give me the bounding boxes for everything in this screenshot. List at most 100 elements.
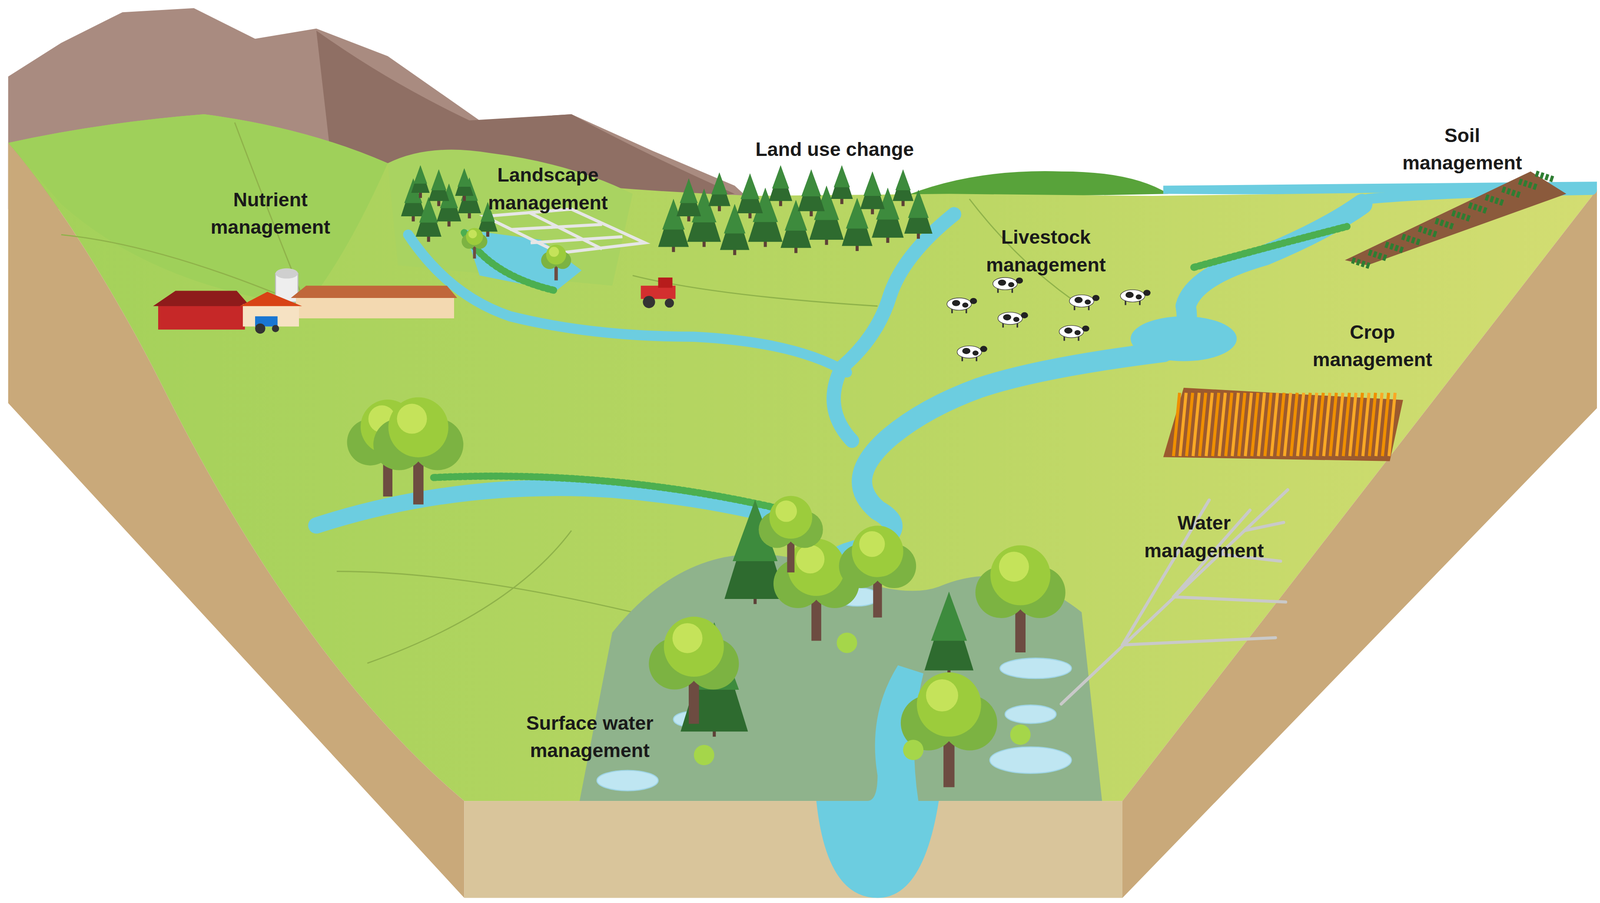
area-label: Nutrient management [193,185,347,242]
cow-body [957,345,982,359]
wheel [642,295,655,309]
shed [295,295,455,319]
foliage [769,165,793,202]
crop-row [1468,205,1488,212]
cow-body [1058,325,1084,338]
tree [758,496,824,573]
cow-spot [962,348,971,355]
canopy [990,545,1051,606]
cow-spot [972,350,979,356]
canopy [465,228,483,246]
foliage [411,165,430,193]
grid-outline [484,209,645,254]
cow-spot [1074,297,1083,304]
wheat-stalk [1193,392,1200,457]
field-line [336,571,633,613]
wheat-stalk [1323,392,1330,457]
shrub [836,632,858,654]
river [825,204,1363,802]
wheat-stalk [1271,392,1278,457]
field-line [234,122,306,307]
foliage [431,169,447,191]
cow-spot [1125,292,1134,299]
canopy-highlight [672,623,703,654]
wheat-stalk [1173,392,1180,457]
foliage [895,169,911,191]
area-label: Soil management [1385,121,1539,177]
canopy [916,672,982,737]
cow-spot [962,302,969,309]
area-label: Water management [1127,509,1281,565]
cow [998,312,1029,328]
crop-row [1351,260,1371,267]
canopy [388,397,449,458]
tree [900,672,998,788]
ground-surface [8,114,1597,802]
grass-strip [433,226,1348,511]
soil-field [1344,171,1567,267]
canopy-highlight [796,544,825,574]
wheat-rows [1173,392,1395,457]
conifer [428,169,450,207]
crop-row [1502,189,1521,196]
left-face [8,142,465,899]
wheat-stalk [1356,392,1363,457]
conifer [676,178,701,222]
foliage [711,172,728,195]
landscape-grid [484,209,645,254]
house-roof [239,292,303,307]
wheat-stalk [1330,392,1337,457]
conifer [454,168,474,202]
wheel [664,298,674,308]
foliage [454,168,474,196]
cow-spot [998,279,1007,286]
conifer [411,165,430,199]
conifer [830,165,854,205]
shrub [693,745,715,766]
cow-spot [1074,330,1081,336]
cow [1069,295,1100,311]
house [242,304,299,327]
wheat-stalk [1343,392,1350,457]
crop-row [1535,173,1554,180]
crop-row [1402,236,1421,243]
pipe [1122,637,1276,645]
foliage [413,165,428,184]
barn-roof [152,291,250,307]
foliage [860,171,885,210]
cow-spot [1084,299,1091,305]
canopy-highlight [775,500,797,522]
cow [992,277,1023,293]
pool [1005,705,1056,724]
canopy [787,538,845,597]
area-label: Land use change [755,135,914,163]
canopy [663,617,724,678]
field-lines [61,122,1082,664]
crop-row [1452,212,1471,220]
cow-head [969,298,977,305]
cow-spot [1002,314,1012,321]
canopy-highlight [999,551,1030,582]
foliage [736,173,763,214]
silo-top [275,268,299,279]
field-line [367,531,572,664]
foliage [740,173,760,200]
wheat-stalk [1199,392,1206,457]
wheat-stalk [1284,392,1291,457]
wheat-stalk [1206,392,1213,457]
foliage [708,172,731,207]
wheat-stalk [1186,392,1193,457]
cow [1120,289,1151,306]
canopy-highlight [396,404,427,435]
cow-body [992,277,1018,290]
wetland-pools [597,587,1072,791]
grass [433,476,786,511]
wheat-stalk [1251,392,1259,457]
wheel [272,325,279,332]
wheat-stalk [1258,392,1265,457]
cow-body [1120,289,1145,303]
cow-body [1069,295,1094,308]
cow-spot [1008,282,1015,288]
pond [1130,316,1237,362]
crop-field [1163,388,1404,462]
